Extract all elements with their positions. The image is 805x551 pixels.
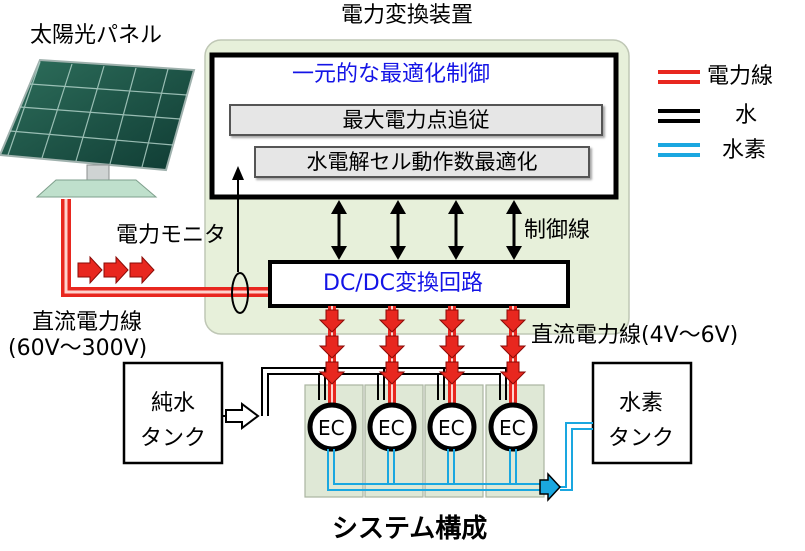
legend-swatches xyxy=(658,70,700,157)
power-monitor-label: 電力モニタ xyxy=(116,223,227,248)
control-lines xyxy=(331,200,522,260)
power-monitor-sensor xyxy=(231,166,249,314)
ec-cells xyxy=(307,402,538,452)
solar-panel-icon xyxy=(0,58,196,198)
dcdc-box xyxy=(268,260,570,308)
water-flow-arrow xyxy=(225,402,260,430)
ec-cell-4 xyxy=(488,402,538,452)
cell-optimization-label: 水電解セル動作数最適化 xyxy=(306,150,538,174)
hydrogen-flow-arrow xyxy=(539,472,562,502)
ec-label-4: EC xyxy=(499,416,526,440)
mppt-box: 最大電力点追従 xyxy=(229,104,603,136)
ec-label-2: EC xyxy=(378,416,405,440)
hydrogen-tank xyxy=(591,361,693,465)
unified-control-title: 一元的な最適化制御 xyxy=(292,62,491,87)
power-flow-arrows xyxy=(77,255,155,285)
pure-water-tank-label-1: 純水 xyxy=(151,391,196,416)
ec-cell-2 xyxy=(367,402,417,452)
ec-cell-1 xyxy=(307,402,357,452)
ec-label-1: EC xyxy=(318,416,345,440)
solar-panel-label: 太陽光パネル xyxy=(30,23,163,48)
pure-water-tank-label-2: タンク xyxy=(140,426,207,451)
ec-cell-3 xyxy=(427,402,477,452)
hydrogen-tank-label-2: タンク xyxy=(608,426,675,451)
hydrogen-tank-label-1: 水素 xyxy=(619,391,664,416)
dc-line-input-voltage: (60V～300V) xyxy=(8,336,148,361)
mppt-label: 最大電力点追従 xyxy=(342,108,490,132)
legend-water-label: 水 xyxy=(735,103,758,128)
dc-line-input-label: 直流電力線 xyxy=(32,310,143,335)
ec-label-3: EC xyxy=(438,416,465,440)
legend-power-label: 電力線 xyxy=(707,64,774,89)
dc-line-output-label: 直流電力線(4V～6V) xyxy=(531,323,739,348)
output-power-lines xyxy=(318,306,527,405)
input-power-line xyxy=(61,199,270,297)
dcdc-label: DC/DC変換回路 xyxy=(323,271,484,296)
control-line-label: 制御線 xyxy=(524,218,591,243)
legend-hydrogen-label: 水素 xyxy=(722,138,767,163)
cell-optimization-box: 水電解セル動作数最適化 xyxy=(254,146,590,178)
hydrogen-pipes xyxy=(327,422,593,491)
figure-caption: システム構成 xyxy=(332,514,488,544)
pure-water-tank xyxy=(122,361,224,465)
converter-title: 電力変換装置 xyxy=(341,3,474,28)
